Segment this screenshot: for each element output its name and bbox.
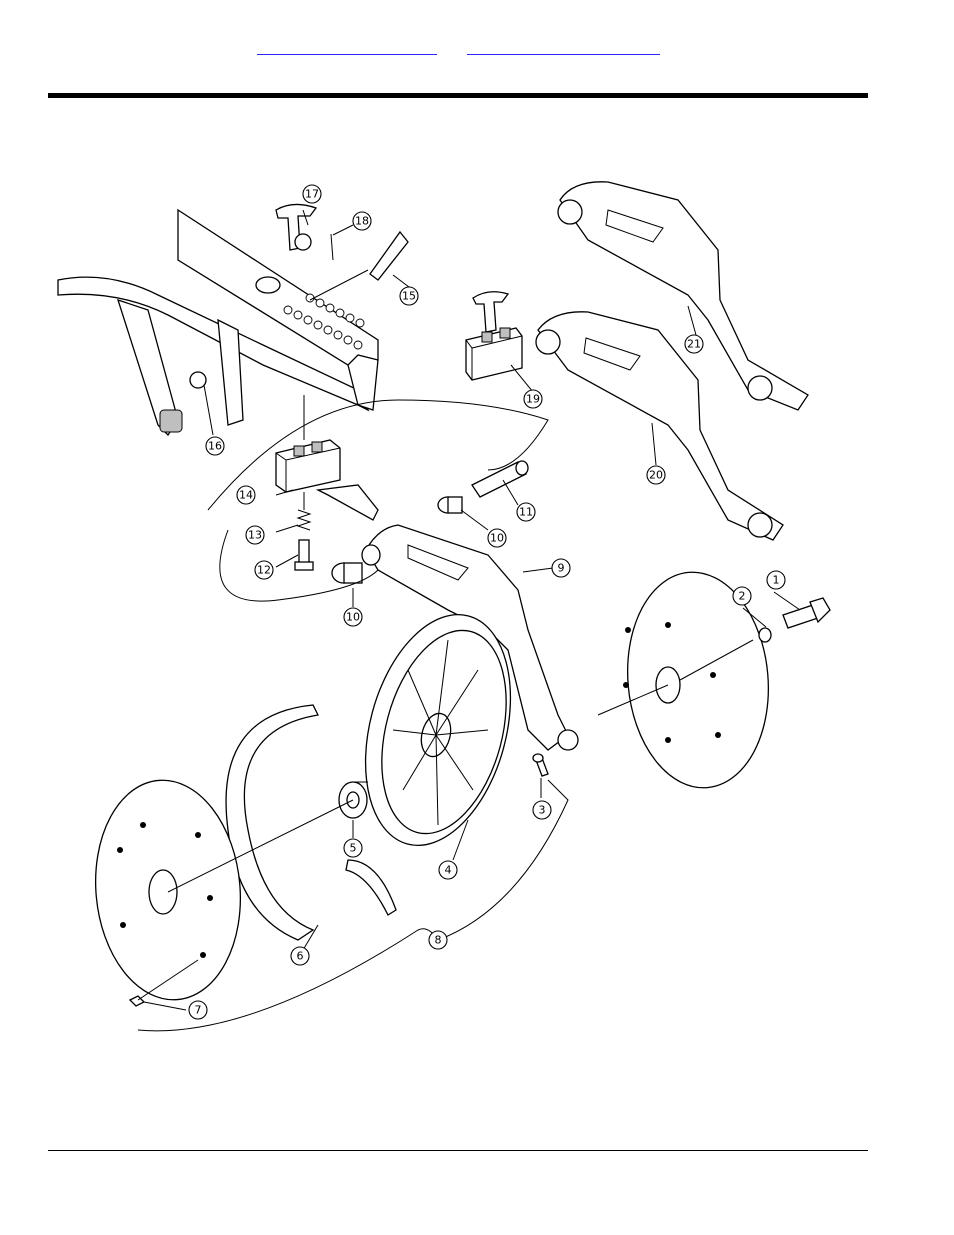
callout-label: 15 xyxy=(402,290,416,303)
callout-16: 16 xyxy=(206,437,224,455)
callout-label: 18 xyxy=(355,215,369,228)
callout-label: 8 xyxy=(435,934,442,947)
callout-label: 19 xyxy=(526,393,540,406)
callout-label: 10 xyxy=(490,532,504,545)
callout-label: 17 xyxy=(305,188,319,201)
callout-label: 13 xyxy=(248,529,262,542)
footer-rule xyxy=(48,1150,868,1151)
callout-13: 13 xyxy=(246,526,264,544)
callout-14: 14 xyxy=(237,486,255,504)
callout-label: 5 xyxy=(350,842,357,855)
callout-3: 3 xyxy=(533,801,551,819)
callout-label: 16 xyxy=(208,440,222,453)
frame-bracket xyxy=(58,210,378,435)
callout-label: 4 xyxy=(445,864,452,877)
callout-label: 10 xyxy=(346,611,360,624)
callout-label: 2 xyxy=(739,590,746,603)
depth-handle xyxy=(276,204,408,300)
header-rule xyxy=(48,93,868,98)
spring-block xyxy=(276,395,340,570)
callout-label: 6 xyxy=(297,950,304,963)
callout-17: 17 xyxy=(303,185,321,203)
wheel-disc-front xyxy=(87,774,353,1006)
callout-label: 9 xyxy=(558,562,565,575)
callout-20: 20 xyxy=(647,466,665,484)
callout-10: 10 xyxy=(488,529,506,547)
callout-label: 7 xyxy=(195,1004,202,1017)
callout-11: 11 xyxy=(517,503,535,521)
callout-10: 10 xyxy=(344,608,362,626)
arm-20 xyxy=(536,312,783,540)
header-link-2[interactable] xyxy=(467,40,660,55)
header-link-1[interactable] xyxy=(257,40,437,55)
callout-label: 20 xyxy=(649,469,663,482)
callout-2: 2 xyxy=(733,587,751,605)
callout-label: 3 xyxy=(539,804,546,817)
callout-label: 1 xyxy=(773,574,780,587)
callout-4: 4 xyxy=(439,861,457,879)
callout-18: 18 xyxy=(353,212,371,230)
callout-12: 12 xyxy=(255,561,273,579)
callout-21: 21 xyxy=(685,335,703,353)
depth-block-19 xyxy=(466,292,522,380)
callout-15: 15 xyxy=(400,287,418,305)
callout-label: 11 xyxy=(519,506,533,519)
callout-label: 14 xyxy=(239,489,253,502)
callout-19: 19 xyxy=(524,390,542,408)
callout-9: 9 xyxy=(552,559,570,577)
callout-5: 5 xyxy=(344,839,362,857)
callout-label: 12 xyxy=(257,564,271,577)
callout-label: 21 xyxy=(687,338,701,351)
callout-8: 8 xyxy=(429,931,447,949)
callout-1: 1 xyxy=(767,571,785,589)
bearing-5 xyxy=(339,782,368,818)
callout-7: 7 xyxy=(189,1001,207,1019)
callout-6: 6 xyxy=(291,947,309,965)
